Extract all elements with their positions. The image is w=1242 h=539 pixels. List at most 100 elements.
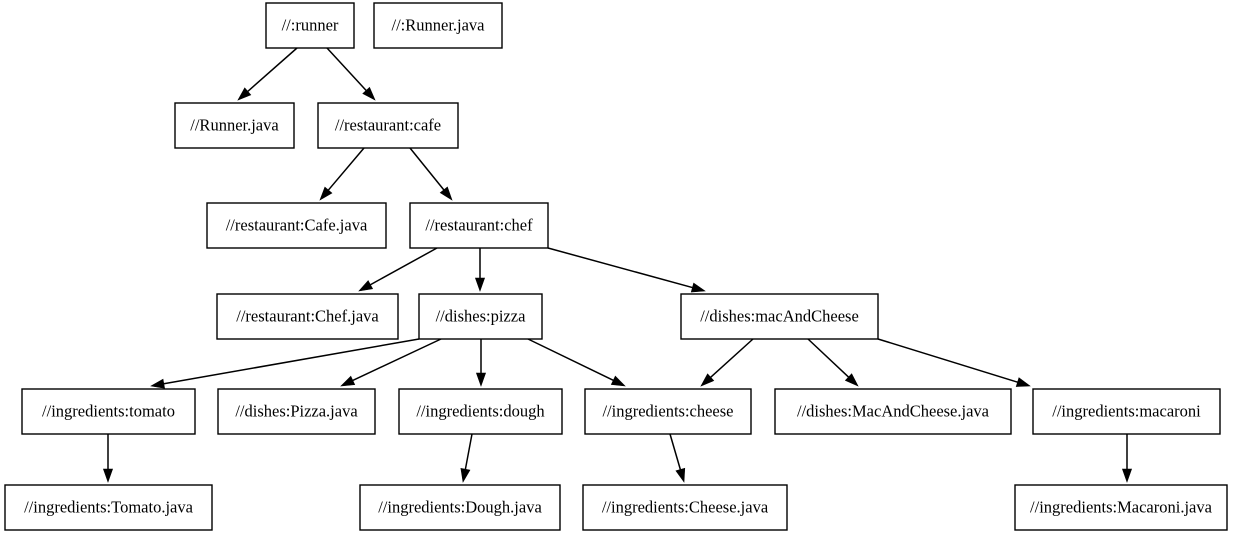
edge-line xyxy=(247,47,298,92)
node-box[interactable] xyxy=(582,484,788,531)
node-label: //ingredients:dough xyxy=(416,401,545,420)
arrowhead-icon xyxy=(1015,377,1031,387)
node-label: //ingredients:Dough.java xyxy=(378,497,542,516)
graph-node[interactable]: //Runner.java xyxy=(174,102,295,149)
edge-line xyxy=(163,338,420,385)
edge-line xyxy=(327,147,365,191)
graph-edge xyxy=(358,247,438,292)
arrowhead-icon xyxy=(844,373,859,387)
nodes-layer: //:runner //:Runner.java //Runner.java //re… xyxy=(4,2,1228,531)
arrowhead-icon xyxy=(439,186,453,201)
node-label: //dishes:MacAndCheese.java xyxy=(797,401,990,420)
node-label: //ingredients:Tomato.java xyxy=(24,497,194,516)
graph-edge xyxy=(474,248,486,292)
graph-edge xyxy=(340,338,442,387)
graph-node[interactable]: //:Runner.java xyxy=(373,2,503,49)
arrowhead-icon xyxy=(460,468,471,483)
graph-node[interactable]: //:runner xyxy=(265,2,355,49)
node-box[interactable] xyxy=(373,2,503,49)
arrowhead-icon xyxy=(237,87,252,101)
graph-node[interactable]: //dishes:pizza xyxy=(418,293,543,340)
graph-edge xyxy=(807,338,859,387)
graph-node[interactable]: //ingredients:Macaroni.java xyxy=(1014,484,1228,531)
graph-edge xyxy=(150,338,420,389)
node-label: //restaurant:cafe xyxy=(335,115,441,134)
node-box[interactable] xyxy=(216,293,399,340)
node-box[interactable] xyxy=(774,388,1012,435)
graph-edge xyxy=(102,434,114,483)
arrowhead-icon xyxy=(340,375,356,387)
graph-edge xyxy=(877,338,1031,387)
graph-node[interactable]: //restaurant:cafe xyxy=(317,102,459,149)
arrowhead-icon xyxy=(358,280,374,292)
graph-edge xyxy=(1121,434,1133,483)
node-label: //dishes:macAndCheese xyxy=(700,306,859,325)
node-box[interactable] xyxy=(418,293,543,340)
node-label: //Runner.java xyxy=(190,115,279,134)
graph-node[interactable]: //ingredients:Tomato.java xyxy=(4,484,213,531)
graph-edge xyxy=(237,47,298,101)
graph-node[interactable]: //restaurant:chef xyxy=(409,202,549,249)
graph-edge xyxy=(527,338,626,387)
node-label: //dishes:Pizza.java xyxy=(235,401,358,420)
edge-line xyxy=(370,247,438,286)
graph-node[interactable]: //ingredients:dough xyxy=(398,388,563,435)
node-label: //ingredients:cheese xyxy=(602,401,733,420)
graph-node[interactable]: //ingredients:macaroni xyxy=(1032,388,1221,435)
edge-line xyxy=(409,147,445,191)
node-box[interactable] xyxy=(584,388,752,435)
graph-node[interactable]: //ingredients:tomato xyxy=(21,388,196,435)
node-label: //ingredients:Macaroni.java xyxy=(1030,497,1213,516)
node-box[interactable] xyxy=(1014,484,1228,531)
node-label: //:Runner.java xyxy=(391,15,485,34)
graph-node[interactable]: //dishes:MacAndCheese.java xyxy=(774,388,1012,435)
graph-node[interactable]: //dishes:Pizza.java xyxy=(217,388,376,435)
node-box[interactable] xyxy=(174,102,295,149)
arrowhead-icon xyxy=(1121,468,1133,483)
graph-node[interactable]: //restaurant:Chef.java xyxy=(216,293,399,340)
graph-node[interactable]: //ingredients:Dough.java xyxy=(359,484,561,531)
node-label: //ingredients:macaroni xyxy=(1052,401,1201,420)
arrowhead-icon xyxy=(319,186,333,201)
graph-edge xyxy=(669,433,686,483)
graph-edge xyxy=(326,47,376,101)
node-box[interactable] xyxy=(680,293,879,340)
graph-edge xyxy=(475,339,487,387)
node-label: //ingredients:tomato xyxy=(42,401,175,420)
node-box[interactable] xyxy=(21,388,196,435)
node-box[interactable] xyxy=(206,202,387,249)
node-box[interactable] xyxy=(217,388,376,435)
edge-line xyxy=(464,433,473,470)
arrowhead-icon xyxy=(362,86,376,101)
graph-node[interactable]: //ingredients:cheese xyxy=(584,388,752,435)
edge-line xyxy=(326,47,367,91)
node-label: //restaurant:chef xyxy=(425,215,533,234)
node-label: //dishes:pizza xyxy=(436,306,526,325)
node-box[interactable] xyxy=(1032,388,1221,435)
graph-edge xyxy=(547,247,706,293)
edge-line xyxy=(527,338,614,382)
arrowhead-icon xyxy=(690,282,706,293)
edge-line xyxy=(877,338,1018,383)
node-box[interactable] xyxy=(4,484,213,531)
graph-node[interactable]: //dishes:macAndCheese xyxy=(680,293,879,340)
node-label: //ingredients:Cheese.java xyxy=(602,497,769,516)
graph-edge xyxy=(319,147,365,201)
node-box[interactable] xyxy=(317,102,459,149)
arrowhead-icon xyxy=(610,375,626,387)
edge-line xyxy=(710,338,754,378)
node-box[interactable] xyxy=(398,388,563,435)
arrowhead-icon xyxy=(102,468,114,483)
graph-node[interactable]: //ingredients:Cheese.java xyxy=(582,484,788,531)
node-box[interactable] xyxy=(265,2,355,49)
graph-edge xyxy=(700,338,754,387)
node-box[interactable] xyxy=(409,202,549,249)
edge-line xyxy=(352,338,442,382)
graph-edge xyxy=(409,147,453,201)
graph-node[interactable]: //restaurant:Cafe.java xyxy=(206,202,387,249)
node-box[interactable] xyxy=(359,484,561,531)
edge-line xyxy=(807,338,850,378)
edges-layer xyxy=(102,47,1133,483)
